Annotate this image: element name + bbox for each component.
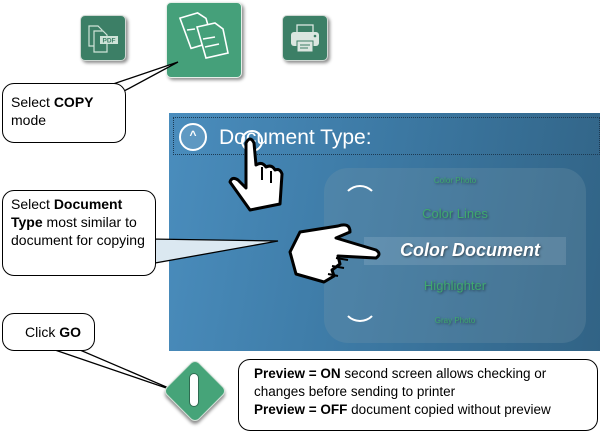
option-gray-photo[interactable]: Gray Photo [434, 316, 476, 325]
pdf-scan-icon: PDF [88, 25, 118, 53]
option-color-document[interactable]: Color Document [399, 240, 540, 260]
pointing-hand-icon [288, 223, 381, 284]
doctype-callout: Select Document Type most similar to doc… [2, 190, 156, 276]
doctype-callout-bold: Document Type [11, 196, 123, 230]
option-highlighter[interactable]: Highlighter [423, 278, 487, 293]
option-color-lines[interactable]: Color Lines [422, 206, 488, 221]
preview-off-label: Preview = OFF [254, 402, 348, 417]
copy-callout-bold: COPY [53, 94, 94, 110]
copy-mode-button[interactable] [166, 2, 242, 78]
preview-callout: Preview = ON second screen allows checki… [238, 359, 598, 431]
copy-callout-prefix: Select [11, 94, 54, 110]
copy-documents-icon [178, 12, 229, 59]
copy-callout: Select COPY mode [2, 83, 126, 143]
pdf-label: PDF [103, 38, 116, 45]
document-type-panel: ^ Document Type: Color Photo Color Lines… [169, 113, 600, 351]
chevron-up-icon: ^ [189, 128, 197, 142]
print-mode-button[interactable] [282, 15, 328, 61]
pdf-scan-mode-button[interactable]: PDF [80, 15, 126, 61]
selection-highlight [364, 237, 566, 265]
doctype-callout-prefix: Select [11, 196, 54, 212]
option-color-photo[interactable]: Color Photo [433, 176, 477, 185]
go-callout-tail [54, 349, 179, 393]
scroll-down-arc-icon [342, 286, 378, 322]
printer-icon [291, 24, 319, 53]
scroll-up-arc-icon [342, 185, 378, 221]
preview-off-text: document copied without preview [347, 402, 551, 417]
collapse-button[interactable]: ^ [179, 123, 207, 151]
tap-hand-icon [228, 130, 284, 212]
go-icon [189, 373, 199, 407]
doctype-callout-suffix: most similar to document for copying [11, 214, 145, 248]
go-callout: Click GO [2, 313, 95, 351]
go-callout-bold: GO [59, 324, 82, 340]
go-callout-prefix: Click [25, 324, 60, 340]
doctype-callout-tail [149, 238, 279, 264]
preview-on-text: second screen allows checking or changes… [254, 366, 547, 399]
preview-on-label: Preview = ON [254, 366, 341, 381]
copy-callout-suffix: mode [11, 112, 47, 128]
